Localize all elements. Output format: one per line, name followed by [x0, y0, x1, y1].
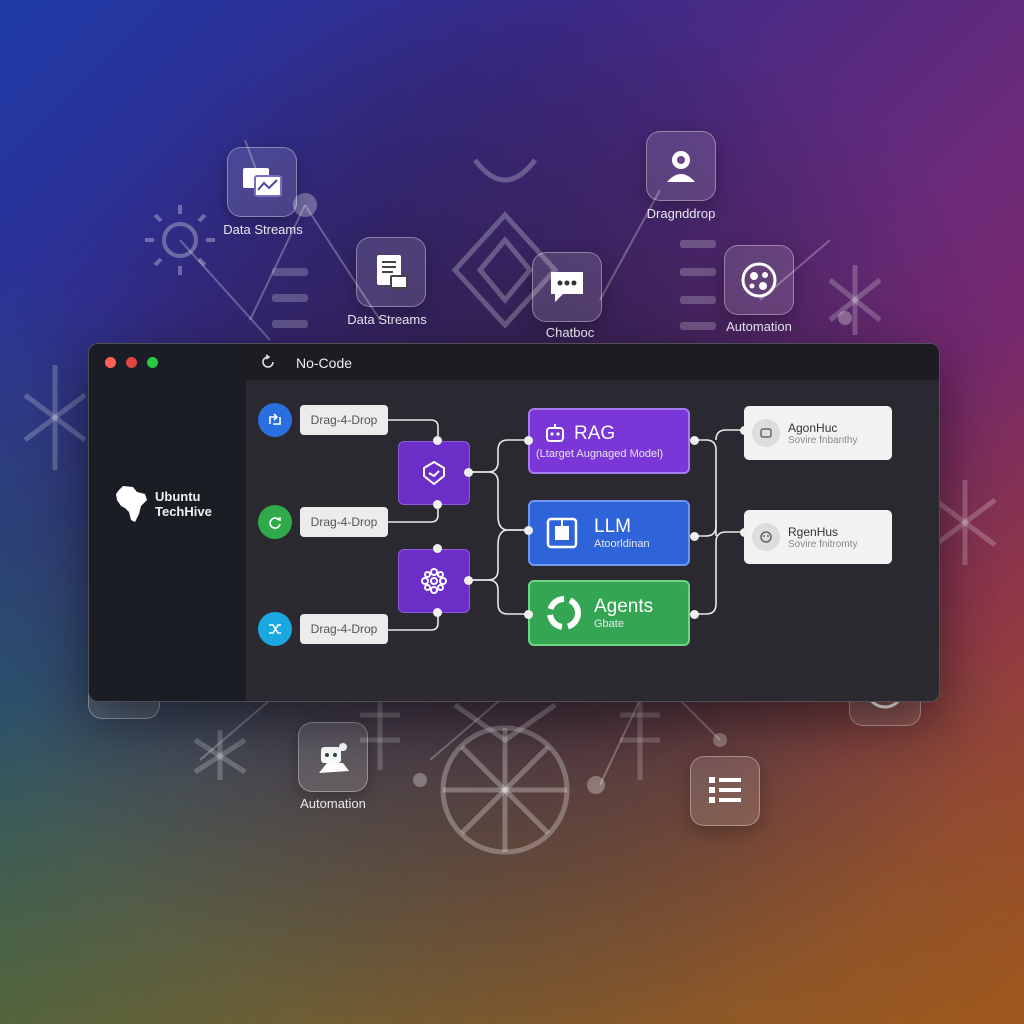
robot-icon: [546, 423, 564, 442]
document-list-tile[interactable]: [690, 756, 760, 826]
document-stack-icon: [377, 255, 408, 289]
minimize-dot[interactable]: [126, 357, 137, 368]
output-subtitle-1: Sovire fnbanthy: [788, 434, 858, 446]
no-code-window: Ubuntu TechHive No-Code: [88, 343, 940, 702]
source-icon-3[interactable]: [258, 612, 292, 646]
model-rag[interactable]: RAG (Ltarget Augnaged Model): [528, 408, 690, 474]
shuffle-icon: [269, 624, 281, 634]
port[interactable]: [690, 532, 699, 541]
automation-tile-top[interactable]: [724, 245, 794, 315]
port[interactable]: [740, 426, 749, 435]
africa-map-icon: [116, 486, 147, 522]
connector-lines: [388, 419, 744, 631]
flower-icon: [421, 568, 447, 594]
port[interactable]: [690, 610, 699, 619]
robot-hand-icon: [319, 743, 349, 773]
source-pill-1[interactable]: Drag-4-Drop: [300, 405, 388, 435]
port[interactable]: [433, 500, 442, 509]
output-icon-2: [752, 523, 780, 551]
model-agents[interactable]: Agents Gbate: [528, 580, 690, 646]
source-pill-3[interactable]: Drag-4-Drop: [300, 614, 388, 644]
output-node-2[interactable]: RgenHus Sovire fnitromty: [744, 510, 892, 564]
hub-node-2[interactable]: [398, 549, 470, 613]
source-icon-1[interactable]: [258, 403, 292, 437]
close-dot[interactable]: [105, 357, 116, 368]
output-subtitle-2: Sovire fnitromty: [788, 538, 858, 550]
port[interactable]: [524, 436, 533, 445]
output-icon-1: [752, 419, 780, 447]
port[interactable]: [464, 468, 473, 477]
hub-node-1[interactable]: [398, 441, 470, 505]
data-streams-tile-2[interactable]: [356, 237, 426, 307]
cog-cluster-icon: [741, 262, 777, 298]
port[interactable]: [433, 436, 442, 445]
source-pill-2[interactable]: Drag-4-Drop: [300, 507, 388, 537]
list-document-icon: [709, 777, 741, 803]
window-controls: [105, 357, 158, 368]
chatbot-label: Chatboc: [545, 325, 595, 340]
model-agents-subtitle: Gbate: [594, 618, 624, 630]
port[interactable]: [464, 576, 473, 585]
automation-label-top: Automation: [726, 319, 792, 334]
port[interactable]: [524, 526, 533, 535]
upload-icon: [269, 413, 281, 425]
port[interactable]: [740, 528, 749, 537]
cycle-icon: [547, 596, 581, 630]
maximize-dot[interactable]: [147, 357, 158, 368]
chatbot-tile[interactable]: [532, 252, 602, 322]
dragndrop-tile[interactable]: [646, 131, 716, 201]
model-agents-title: Agents: [594, 596, 654, 617]
chat-bubble-icon: [551, 272, 583, 302]
model-rag-title: RAG: [574, 422, 616, 444]
workflow-canvas[interactable]: Drag-4-Drop Drag-4-Drop Drag-4-Drop RAG: [246, 380, 939, 701]
automation-label-bottom: Automation: [300, 796, 366, 811]
output-title-1: AgonHuc: [788, 420, 838, 435]
topbar: No-Code: [246, 344, 939, 381]
automation-tile-bottom[interactable]: [298, 722, 368, 792]
chart-image-icon: [243, 168, 282, 197]
dragndrop-label: Dragnddrop: [646, 206, 716, 221]
port[interactable]: [524, 610, 533, 619]
window-title: No-Code: [296, 355, 353, 371]
rotate-icon: [269, 517, 281, 529]
model-rag-subtitle: (Ltarget Augnaged Model): [536, 447, 664, 460]
brand[interactable]: Ubuntu TechHive: [113, 484, 212, 524]
model-llm-subtitle: Atoorldinan: [594, 538, 650, 550]
data-streams-label-2: Data Streams: [347, 312, 427, 327]
model-llm-title: LLM: [594, 516, 631, 537]
user-chat-icon: [667, 151, 695, 182]
port[interactable]: [433, 544, 442, 553]
output-title-2: RgenHus: [788, 524, 839, 539]
brand-line-2: TechHive: [155, 504, 212, 519]
sidebar: Ubuntu TechHive: [89, 344, 246, 701]
refresh-icon[interactable]: [260, 354, 276, 370]
brand-line-1: Ubuntu: [155, 489, 201, 504]
shield-icon: [423, 460, 445, 486]
source-icon-2[interactable]: [258, 505, 292, 539]
data-streams-label-1: Data Streams: [223, 222, 303, 237]
port[interactable]: [690, 436, 699, 445]
data-streams-tile-1[interactable]: [227, 147, 297, 217]
circuit-icon: [546, 517, 578, 549]
port[interactable]: [433, 608, 442, 617]
output-node-1[interactable]: AgonHuc Sovire fnbanthy: [744, 406, 892, 460]
model-llm[interactable]: LLM Atoorldinan: [528, 500, 690, 566]
